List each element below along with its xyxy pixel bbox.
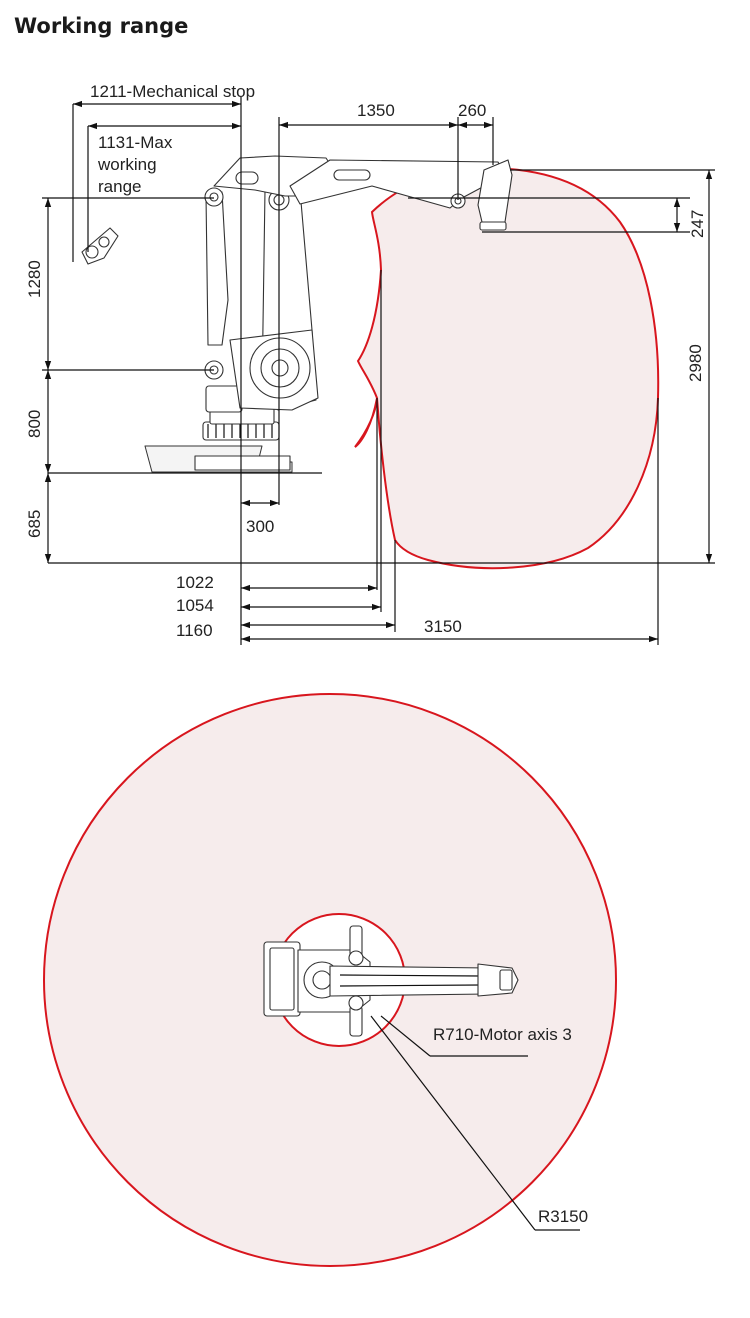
dim-1022: 1022	[176, 573, 214, 592]
dim-3150: 3150	[424, 617, 462, 636]
robot-top-view	[263, 925, 519, 1037]
dim-1160: 1160	[176, 621, 213, 640]
side-working-envelope	[354, 166, 660, 570]
label-r3150: R3150	[538, 1207, 588, 1226]
dim-800: 800	[25, 410, 44, 438]
dim-260: 260	[458, 101, 486, 120]
dim-1350: 1350	[357, 101, 395, 120]
dim-247: 247	[688, 210, 707, 238]
label-mechanical-stop: 1211-Mechanical stop	[90, 82, 255, 101]
robot-side-view	[81, 155, 513, 473]
label-max-range-1: 1131-Max	[98, 133, 173, 152]
dim-685: 685	[25, 510, 44, 538]
dim-300: 300	[246, 517, 274, 536]
dim-2980: 2980	[686, 344, 705, 382]
label-r710-motor-axis-3: R710-Motor axis 3	[433, 1025, 572, 1044]
dim-1280: 1280	[25, 260, 44, 298]
label-max-range-2: working	[97, 155, 157, 174]
page-title: Working range	[14, 14, 189, 38]
dim-1054: 1054	[176, 596, 214, 615]
label-max-range-3: range	[98, 177, 141, 196]
